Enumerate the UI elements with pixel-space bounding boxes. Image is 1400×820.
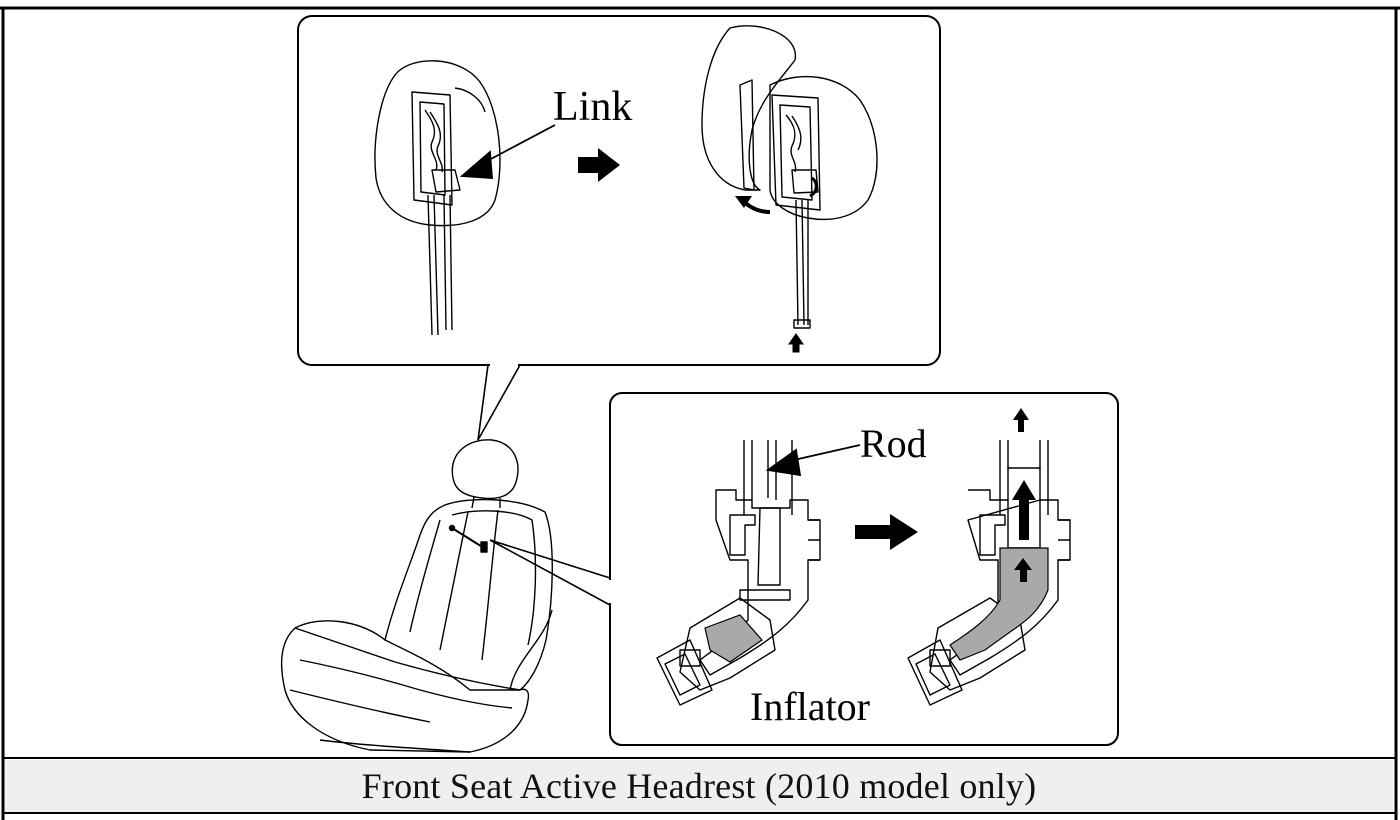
outer-border bbox=[0, 6, 1400, 820]
figure-caption: Front Seat Active Headrest (2010 model o… bbox=[361, 766, 1037, 806]
transition-arrow-bottom bbox=[855, 514, 918, 550]
rod-exit-arrow bbox=[1013, 408, 1029, 432]
inflator-gas-before bbox=[704, 614, 763, 663]
push-up-arrow-top bbox=[788, 333, 804, 353]
headrest-normal bbox=[374, 60, 501, 336]
inflator-label: Inflator bbox=[750, 684, 870, 729]
seat-cushion bbox=[280, 620, 530, 753]
headrest-link-callout: Link bbox=[297, 15, 941, 367]
inflator-callout: Rod Inflator bbox=[608, 392, 1119, 746]
rod-pointer bbox=[765, 444, 861, 477]
headrest-activated bbox=[701, 25, 878, 329]
callout-leaders bbox=[477, 364, 611, 606]
caption-bar: Front Seat Active Headrest (2010 model o… bbox=[5, 760, 1393, 812]
seat-illustration bbox=[280, 439, 553, 753]
seat-headrest bbox=[451, 439, 519, 500]
seat-back bbox=[384, 498, 553, 691]
rod-label: Rod bbox=[860, 421, 927, 466]
link-pointer bbox=[459, 124, 556, 179]
gas-up-arrow bbox=[1014, 558, 1032, 582]
link-label: Link bbox=[553, 84, 632, 130]
transition-arrow-top bbox=[578, 148, 620, 182]
rod-up-arrow bbox=[1012, 480, 1036, 540]
